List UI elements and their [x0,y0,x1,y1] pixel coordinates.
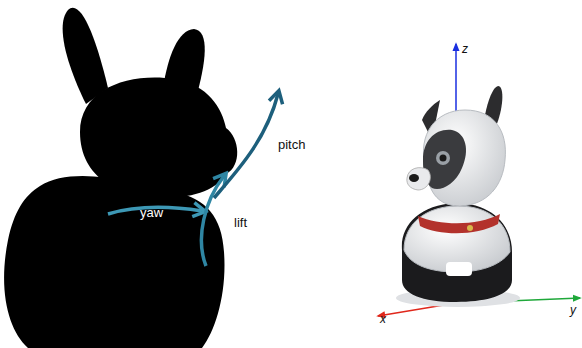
motion-label: lift [234,215,247,230]
axis-label: y [570,303,576,318]
axis-label: z [462,42,468,57]
axis-label: x [380,312,386,327]
motion-label: pitch [278,137,305,152]
motion-label: yaw [140,205,163,220]
robot-silhouette [4,8,237,348]
pitch-arrow [214,94,278,198]
robot-picture [396,86,520,307]
